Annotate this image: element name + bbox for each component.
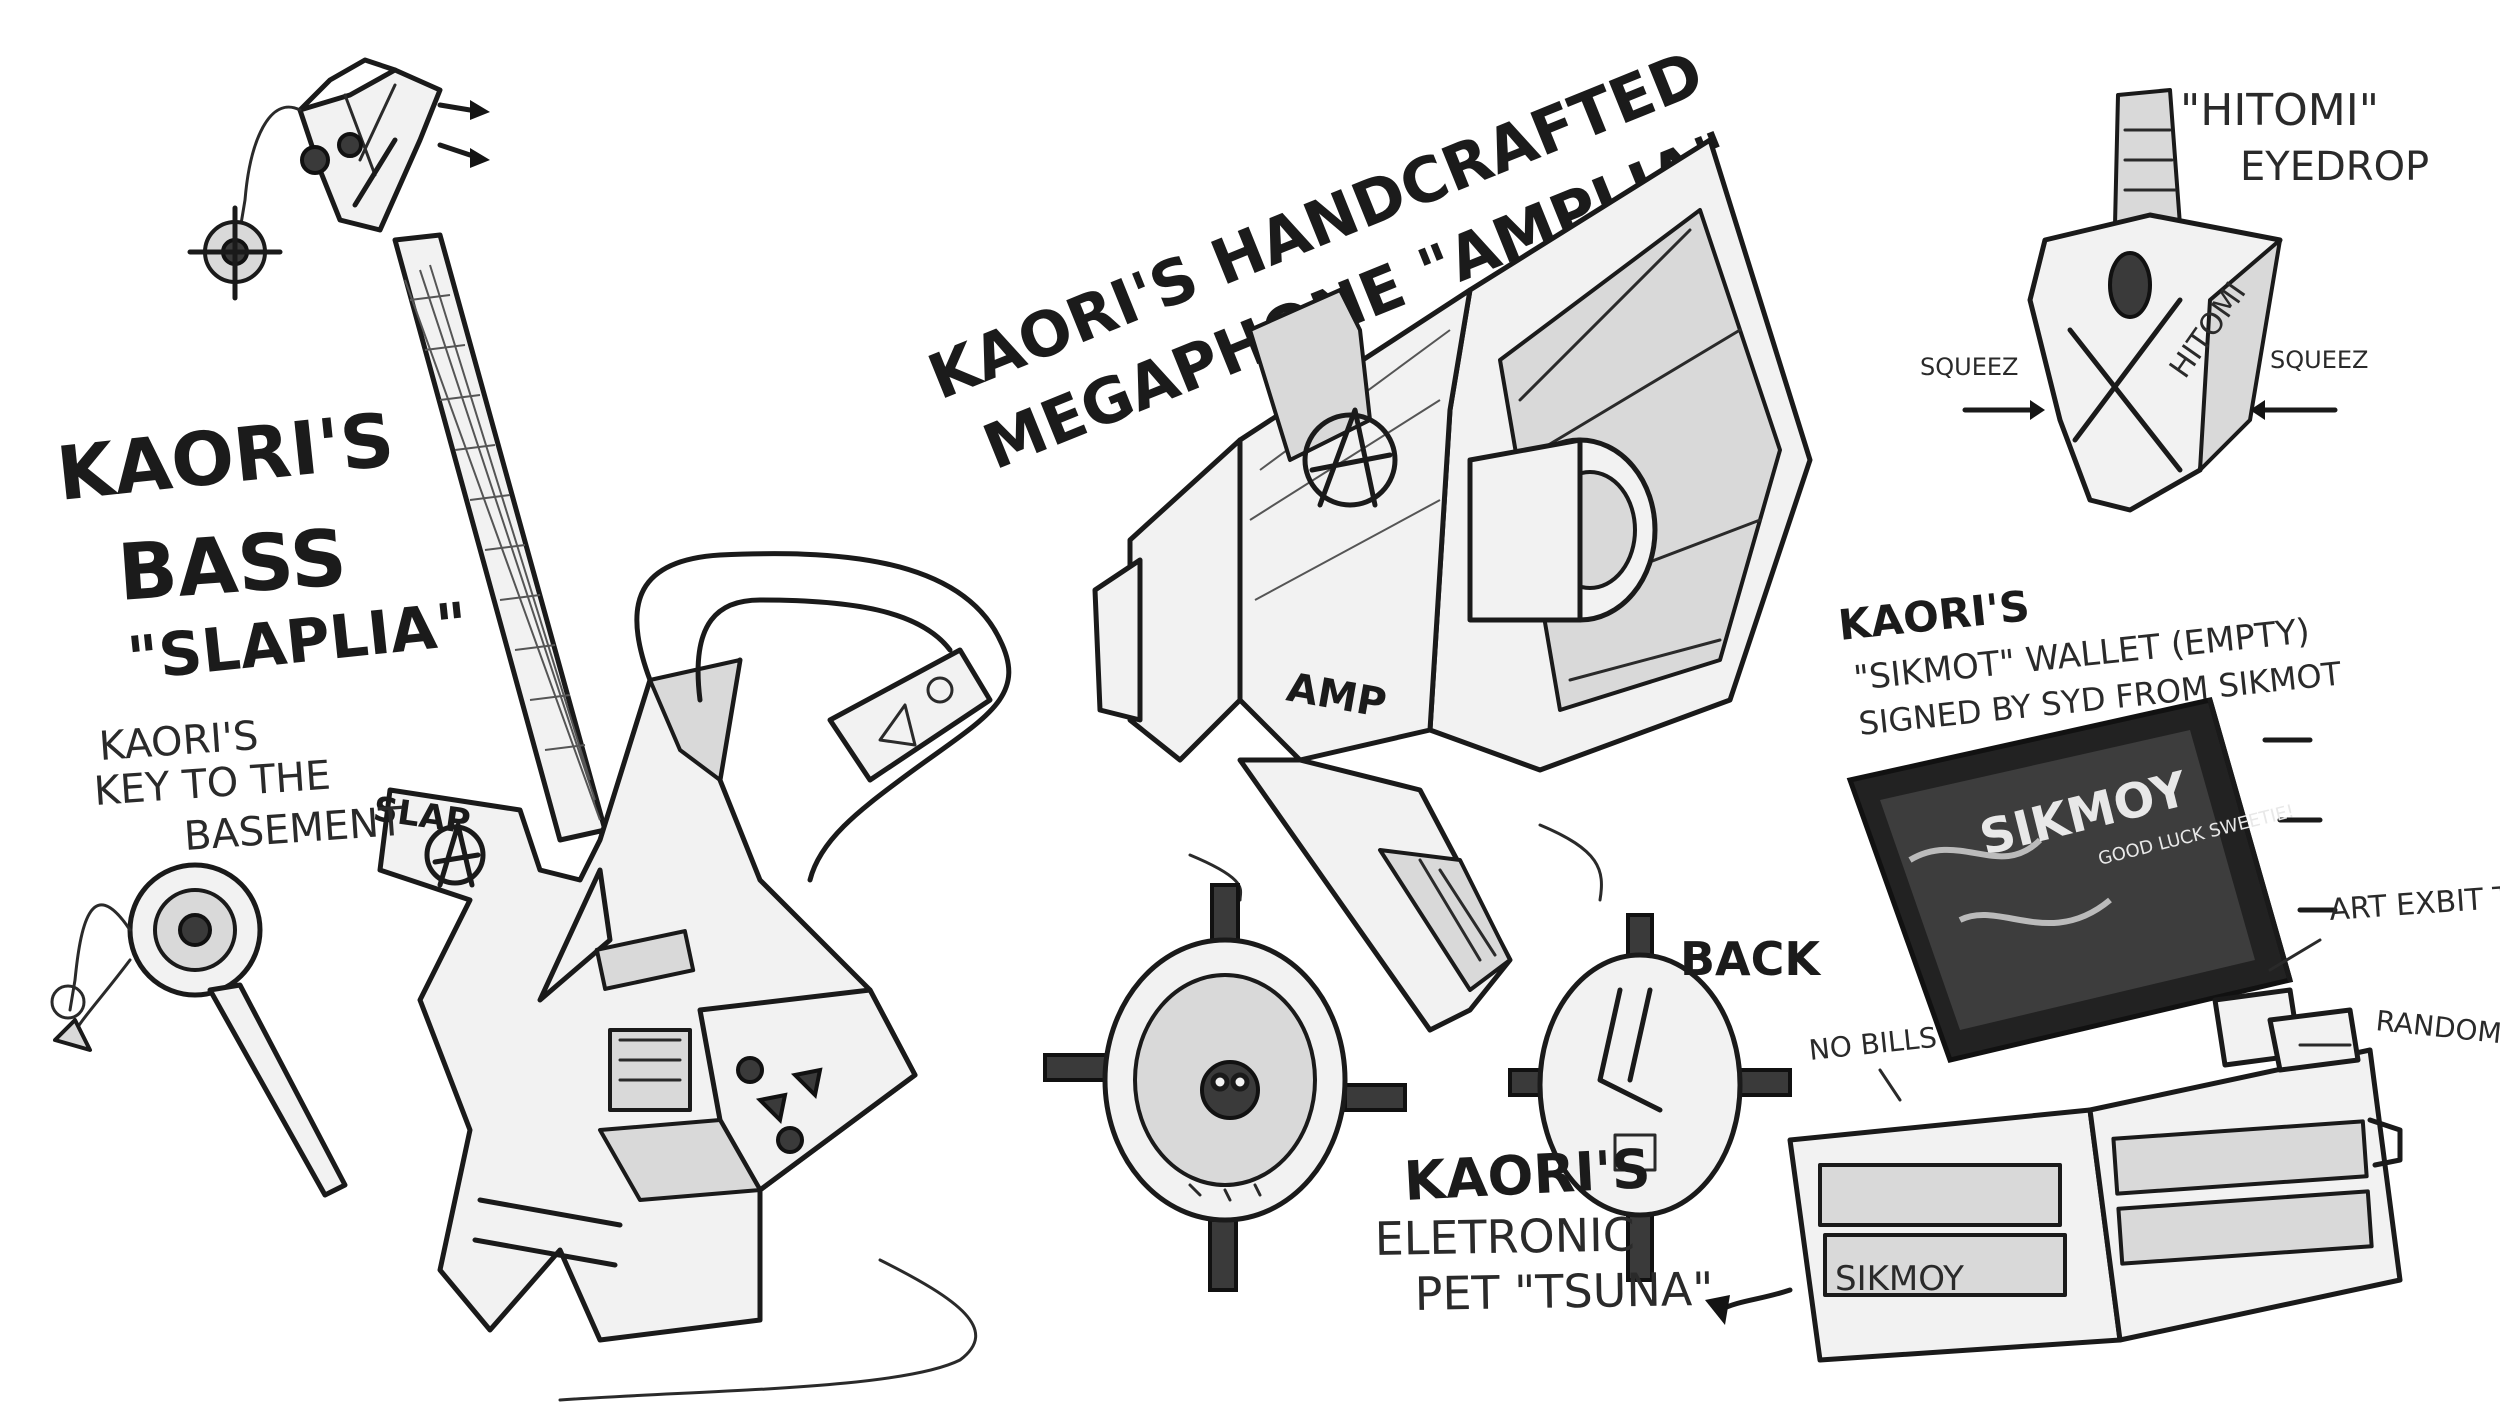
pet-back-label: BACK bbox=[1680, 932, 1822, 986]
pet-label-line2: ELETRONIC bbox=[1374, 1207, 1635, 1266]
wallet-label-line1: KAORI'S bbox=[1836, 581, 2032, 650]
wallet-bills-label: NO BILLS bbox=[1807, 1021, 1938, 1067]
wallet-pointer-arrows bbox=[1878, 938, 2352, 1102]
pet-label-line3: PET "TSUNA" bbox=[1414, 1262, 1714, 1321]
wallet-cards-label: RANDOM CARDS bbox=[2374, 1004, 2500, 1061]
basement-key-sketch bbox=[50, 862, 348, 1198]
pet-label-line1: KAORI'S bbox=[1402, 1137, 1652, 1213]
wallet-open-logo: SIKMOY bbox=[1835, 1259, 1964, 1299]
electronic-pet-front-sketch bbox=[1043, 853, 1407, 1292]
key-label-line1: KAORI'S bbox=[97, 713, 259, 770]
pick-charm-sketch bbox=[187, 205, 283, 301]
eyedrop-label-line2: EYEDROP bbox=[2240, 144, 2429, 190]
megaphone-sketch bbox=[1092, 137, 1813, 1033]
eyedrop-bottle-sketch bbox=[1962, 88, 2338, 513]
electronic-pet-back-sketch bbox=[1508, 823, 1792, 1282]
eyedrop-squeeze-left: SQUEEZ bbox=[1920, 353, 2018, 381]
bass-title-line1: KAORI'S bbox=[53, 397, 398, 518]
bass-guitar-sketch bbox=[238, 57, 1012, 1402]
wallet-open-sketch bbox=[1705, 987, 2403, 1363]
key-label-line3: BASEMENT bbox=[182, 799, 405, 860]
wallet-front-sketch bbox=[1846, 697, 2338, 1063]
eyedrop-label-line1: "HITOMI" bbox=[2180, 85, 2379, 136]
bass-title-line2: BASS bbox=[115, 513, 349, 619]
eyedrop-squeeze-right: SQUEEZ bbox=[2270, 346, 2368, 374]
wallet-tickets-label: ART EXBIT TICKETS bbox=[2328, 873, 2500, 928]
